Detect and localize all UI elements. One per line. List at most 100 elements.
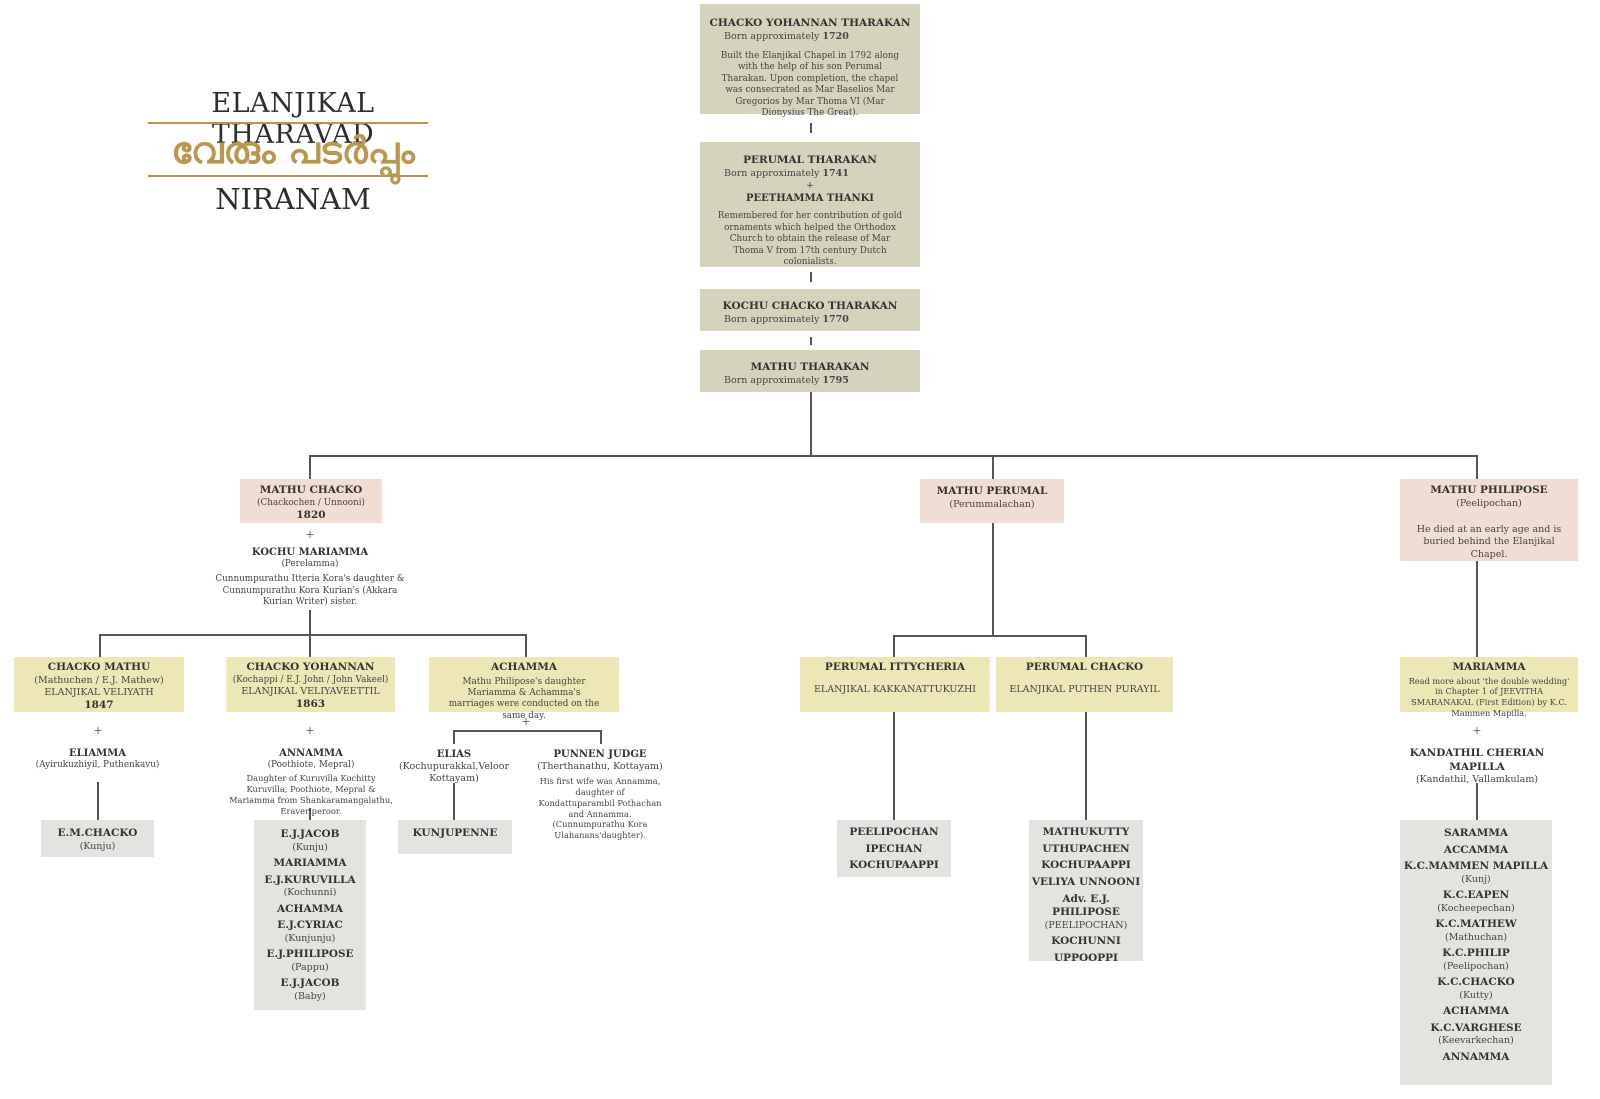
- child-name: IPECHAN: [865, 842, 923, 855]
- child-alias: (Kochunni): [283, 887, 337, 899]
- plus-sign: +: [305, 724, 315, 737]
- child-name: PEELIPOCHAN: [849, 826, 939, 838]
- child-name: MARIAMMA: [273, 856, 347, 869]
- child-alias: (Peelipochan): [1443, 960, 1509, 972]
- child-name: SARAMMA: [1444, 827, 1508, 839]
- spouse-block: KANDATHIL CHERIAN MAPILLA (Kandathil, Va…: [1384, 747, 1570, 787]
- child-alias: (Mathuchan): [1444, 931, 1508, 943]
- connector: [1085, 635, 1087, 657]
- child-name: ANNAMMA: [1442, 1050, 1510, 1063]
- plus-sign: +: [305, 528, 315, 541]
- plus-sign: +: [806, 179, 814, 191]
- person-card-mathu-perumal: MATHU PERUMAL (Perummalachan): [920, 479, 1064, 523]
- person-note: Read more about 'the double wedding' in …: [1408, 675, 1570, 718]
- child-name: K.C.PHILIP: [1442, 947, 1510, 960]
- child-name: E.J.PHILIPOSE: [266, 948, 354, 961]
- children-list-chacko-mathu: E.M.CHACKO(Kunju): [41, 820, 154, 857]
- child-name: KOCHUPAAPPI: [1041, 859, 1131, 872]
- person-name: CHACKO YOHANNAN: [246, 661, 375, 673]
- connector: [309, 610, 311, 634]
- spouse-alias: (Ayirukuzhiyil, Puthenkavu): [35, 760, 160, 770]
- spouse-alias: (Kochupurakkal,Veloor Kottayam): [398, 761, 510, 785]
- title-top: ELANJIKAL THARAVAD: [211, 88, 375, 150]
- child-name: ACCAMMA: [1443, 843, 1509, 856]
- person-card-perumal-ittycheria: PERUMAL ITTYCHERIA ELANJIKAL KAKKANATTUK…: [800, 657, 990, 712]
- connector: [992, 522, 994, 636]
- child-name: E.M.CHACKO: [57, 827, 138, 839]
- person-year: 1820: [296, 509, 326, 522]
- person-note: He died at an early age and is buried be…: [1416, 523, 1562, 560]
- child-alias: (Keevarkechan): [1438, 1035, 1514, 1047]
- house-name: ELANJIKAL VELIYATH: [44, 686, 154, 698]
- person-name: MATHU THARAKAN: [750, 361, 870, 373]
- person-note: Mathu Philipose's daughter Mariamma & Ac…: [448, 676, 600, 721]
- child-alias: (Kunj): [1461, 873, 1491, 885]
- person-card-mathu-chacko: MATHU CHACKO (Chackochen / Unnooni) 1820: [240, 479, 382, 523]
- person-name: MATHU CHACKO: [259, 484, 363, 496]
- child-name: K.C.EAPEN: [1442, 889, 1510, 902]
- child-name: E.J.JACOB: [280, 977, 340, 990]
- connector: [1476, 560, 1478, 657]
- connector: [97, 782, 99, 820]
- spouse-alias: (Perelamma): [281, 559, 339, 569]
- house-name: ELANJIKAL VELIYAVEETTIL: [241, 686, 380, 698]
- person-alias: (Kochappi / E.J. John / John Vakeel): [232, 674, 389, 685]
- spouse-note: Daughter of Kuruvilla Kochitty Kuruvilla…: [229, 773, 393, 816]
- spouse-name: ELIAMMA: [69, 748, 126, 759]
- child-name: VELIYA UNNOONI: [1031, 875, 1141, 888]
- spouse-note: Cunnumpurathu Itteria Kora's daughter & …: [215, 574, 405, 608]
- person-card-chacko-yohannan: CHACKO YOHANNAN (Kochappi / E.J. John / …: [226, 657, 395, 712]
- child-name: KUNJUPENNE: [412, 827, 498, 839]
- child-name: K.C.VARGHESE: [1430, 1021, 1522, 1034]
- person-alias: (Peelipochan): [1456, 497, 1522, 509]
- title-bottom: NIRANAM: [215, 182, 371, 216]
- child-alias: (Pappu): [291, 961, 329, 973]
- title-rule-lower: [148, 175, 428, 177]
- person-name: MATHU PERUMAL: [936, 485, 1048, 497]
- child-name: ACHAMMA: [1443, 1005, 1509, 1018]
- person-card-g3: KOCHU CHACKO THARAKAN Born approximately…: [700, 289, 920, 331]
- connector: [893, 712, 895, 820]
- spouse-block-elias: ELIAS (Kochupurakkal,Veloor Kottayam): [398, 748, 510, 786]
- plus-sign: +: [521, 715, 531, 728]
- connector: [1476, 455, 1478, 479]
- connector: [893, 635, 1086, 637]
- person-name: KOCHU CHACKO THARAKAN: [722, 300, 898, 312]
- person-note: Built the Elanjikal Chapel in 1792 along…: [720, 50, 900, 119]
- connector: [453, 783, 455, 820]
- child-name: UPPOOPPI: [1054, 951, 1118, 964]
- child-name: K.C.MATHEW: [1435, 918, 1517, 931]
- spouse-name: ANNAMMA: [279, 748, 343, 759]
- person-card-g1: CHACKO YOHANNAN THARAKAN Born approximat…: [700, 4, 920, 118]
- spouse-block-punnen: PUNNEN JUDGE (Therthanathu, Kottayam) Hi…: [536, 748, 664, 841]
- connector: [810, 123, 812, 133]
- plus-sign: +: [1472, 724, 1482, 737]
- connector: [525, 634, 527, 657]
- child-name: KOCHUNNI: [1051, 935, 1121, 948]
- connector: [1476, 783, 1478, 820]
- house-name: ELANJIKAL KAKKANATTUKUZHI: [813, 683, 977, 695]
- person-card-g2: PERUMAL THARAKAN Born approximately 1741…: [700, 142, 920, 267]
- connector: [453, 730, 601, 732]
- spouse-name: PUNNEN JUDGE: [553, 749, 647, 760]
- spouse-alias: (Poothiote, Mepral): [267, 760, 355, 770]
- spouse-block: KOCHU MARIAMMA (Perelamma) Cunnumpurathu…: [215, 546, 405, 609]
- child-name: MATHUKUTTY: [1042, 826, 1130, 838]
- child-alias: (Kunju): [79, 840, 116, 852]
- person-card-chacko-mathu: CHACKO MATHU (Mathuchen / E.J. Mathew) E…: [14, 657, 184, 712]
- connector: [992, 455, 994, 479]
- child-alias: (PEELIPOCHAN): [1044, 919, 1128, 931]
- spouse-note: His first wife was Annamma, daughter of …: [538, 776, 662, 841]
- title-malayalam: വേരും പടർപ്പും: [171, 128, 415, 172]
- child-name: E.J.JACOB: [280, 828, 340, 840]
- connector: [309, 455, 1477, 457]
- person-alias: (Perummalachan): [949, 498, 1035, 510]
- person-card-perumal-chacko: PERUMAL CHACKO ELANJIKAL PUTHEN PURAYIL: [996, 657, 1173, 712]
- house-name: ELANJIKAL PUTHEN PURAYIL: [1009, 683, 1160, 695]
- person-born: Born approximately 1795: [724, 374, 849, 386]
- person-name: PERUMAL CHACKO: [1025, 661, 1144, 673]
- person-card-mariamma: MARIAMMA Read more about 'the double wed…: [1400, 657, 1578, 718]
- connector: [309, 634, 311, 657]
